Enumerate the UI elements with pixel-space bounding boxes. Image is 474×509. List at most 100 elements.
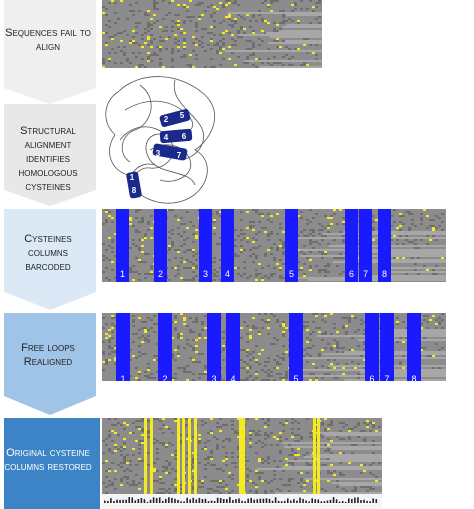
residue-cell xyxy=(195,30,198,32)
residue-cell xyxy=(129,40,132,42)
residue-cell xyxy=(306,361,309,363)
gap-cell xyxy=(357,339,446,341)
residue-cell xyxy=(297,269,300,271)
residue-cell xyxy=(204,66,207,68)
gap-cell xyxy=(244,60,322,62)
residue-cell xyxy=(396,323,399,325)
residue-cell xyxy=(312,217,315,219)
residue-cell xyxy=(423,265,426,267)
residue-cell xyxy=(336,377,339,379)
cysteine-cell xyxy=(399,213,402,215)
residue-cell xyxy=(399,229,402,231)
residue-cell xyxy=(270,0,273,2)
residue-cell xyxy=(195,265,198,267)
residue-cell xyxy=(207,492,210,494)
cysteine-cell xyxy=(102,12,105,14)
residue-cell xyxy=(192,361,195,363)
residue-cell xyxy=(306,321,309,323)
residue-cell xyxy=(276,46,279,48)
residue-cell xyxy=(111,247,114,249)
residue-cell xyxy=(222,44,225,46)
residue-cell xyxy=(102,58,105,60)
restored-cysteine-column-8 xyxy=(242,418,245,494)
residue-cell xyxy=(192,225,195,227)
residue-cell xyxy=(255,257,258,259)
residue-cell xyxy=(210,450,213,452)
residue-cell xyxy=(312,373,315,375)
residue-cell xyxy=(243,349,246,351)
cysteine-cell xyxy=(162,66,165,68)
residue-cell xyxy=(315,440,318,442)
residue-cell xyxy=(120,480,123,482)
residue-cell xyxy=(321,235,324,237)
residue-cell xyxy=(273,40,276,42)
residue-cell xyxy=(216,486,219,488)
residue-cell xyxy=(324,428,327,430)
residue-cell xyxy=(399,363,402,365)
residue-cell xyxy=(432,225,435,227)
residue-cell xyxy=(312,229,315,231)
residue-cell xyxy=(306,462,309,464)
residue-cell xyxy=(243,379,246,381)
residue-cell xyxy=(342,257,345,259)
residue-cell xyxy=(279,450,282,452)
cysteine-cell xyxy=(132,279,135,281)
residue-cell xyxy=(159,48,162,50)
residue-cell xyxy=(210,32,213,34)
residue-cell xyxy=(204,367,207,369)
residue-cell xyxy=(138,22,141,24)
residue-cell xyxy=(279,259,282,261)
cysteine-cell xyxy=(237,436,240,438)
residue-cell xyxy=(291,64,294,66)
residue-cell xyxy=(294,452,297,454)
residue-cell xyxy=(285,20,288,22)
profile-bar xyxy=(375,499,378,503)
residue-cell xyxy=(153,462,156,464)
residue-cell xyxy=(240,239,243,241)
residue-cell xyxy=(246,62,249,64)
residue-cell xyxy=(366,424,369,426)
residue-cell xyxy=(306,52,309,54)
cysteine-cell xyxy=(267,22,270,24)
residue-cell xyxy=(111,239,114,241)
residue-cell xyxy=(276,363,279,365)
residue-cell xyxy=(168,259,171,261)
residue-cell xyxy=(339,347,342,349)
residue-cell xyxy=(171,30,174,32)
residue-cell xyxy=(192,373,195,375)
alignment-panel-4 xyxy=(102,313,446,381)
residue-cell xyxy=(108,480,111,482)
profile-bar xyxy=(366,500,368,503)
residue-cell xyxy=(105,323,108,325)
residue-cell xyxy=(216,271,219,273)
cysteine-cell xyxy=(189,54,192,56)
residue-cell xyxy=(210,480,213,482)
residue-cell xyxy=(240,36,243,38)
residue-cell xyxy=(261,18,264,20)
gap-cell xyxy=(331,482,382,484)
residue-cell xyxy=(315,54,318,56)
residue-cell xyxy=(270,444,273,446)
profile-bar xyxy=(305,500,307,503)
residue-cell xyxy=(297,440,300,442)
residue-cell xyxy=(237,235,240,237)
residue-cell xyxy=(246,460,249,462)
residue-cell xyxy=(357,373,360,375)
residue-cell xyxy=(273,315,276,317)
restored-cysteine-column-1 xyxy=(144,418,147,494)
residue-cell xyxy=(138,379,141,381)
residue-cell xyxy=(246,58,249,60)
residue-cell xyxy=(258,221,261,223)
cysteine-cell xyxy=(435,323,438,325)
residue-cell xyxy=(204,50,207,52)
residue-cell xyxy=(288,462,291,464)
gap-cell xyxy=(275,492,382,494)
residue-cell xyxy=(147,363,150,365)
profile-bar xyxy=(287,498,289,503)
residue-cell xyxy=(210,456,213,458)
residue-cell xyxy=(372,426,375,428)
residue-cell xyxy=(402,355,405,357)
cysteine-cell xyxy=(204,448,207,450)
cysteine-cell xyxy=(177,4,180,6)
residue-cell xyxy=(141,335,144,337)
